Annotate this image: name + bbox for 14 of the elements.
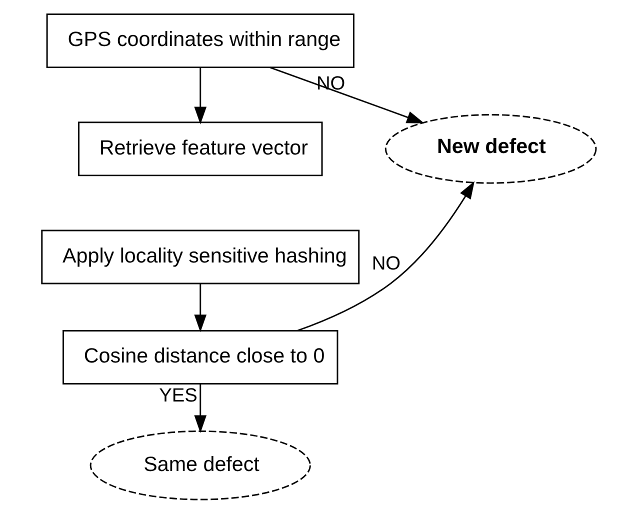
node-box: Retrieve feature vector xyxy=(78,122,323,176)
edge-label: NO xyxy=(316,74,346,95)
arrow xyxy=(270,66,424,124)
arrow xyxy=(194,68,207,124)
arrow xyxy=(194,384,207,433)
node-box: GPS coordinates within range xyxy=(46,14,354,68)
node-ellipse: New defect xyxy=(384,114,597,184)
arrow xyxy=(194,284,207,332)
node-box: Apply locality sensitive hashing xyxy=(41,230,360,284)
node-box: Cosine distance close to 0 xyxy=(62,330,338,385)
arrow xyxy=(297,181,475,332)
edge-label: NO xyxy=(372,254,401,275)
edge-label: YES xyxy=(159,386,198,407)
node-ellipse: Same defect xyxy=(90,430,311,500)
